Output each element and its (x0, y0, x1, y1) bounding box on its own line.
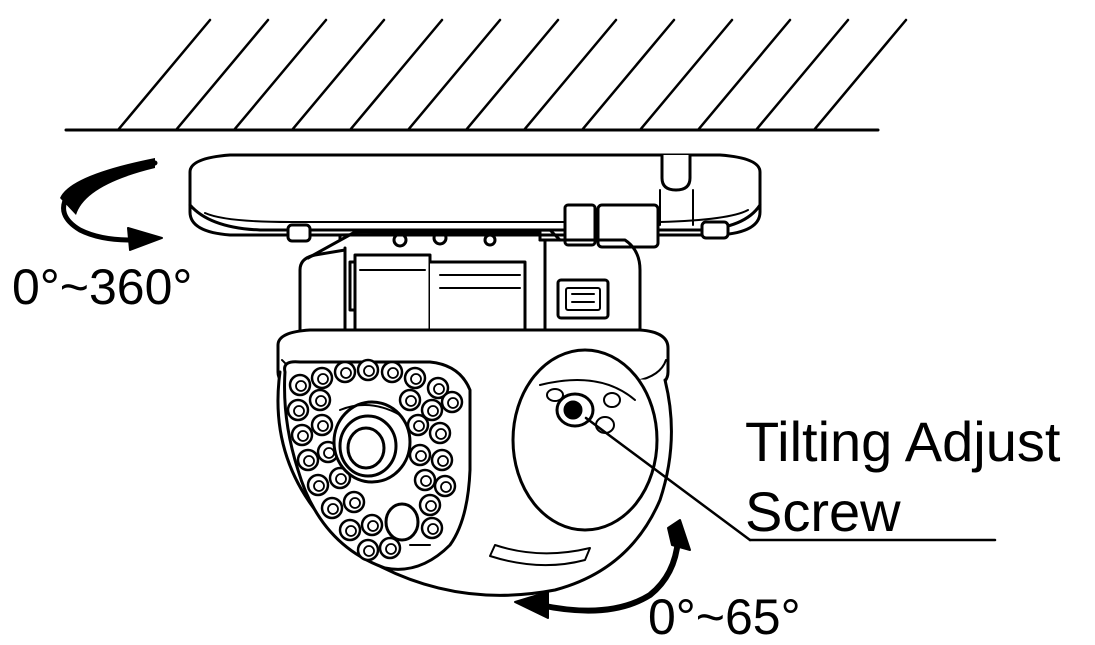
ir-led-core (447, 397, 459, 409)
ir-led (290, 423, 314, 447)
ir-led (308, 388, 332, 412)
ir-led-core (345, 525, 357, 537)
lens (332, 400, 412, 484)
tilt-range-label: 0°~65° (648, 589, 801, 645)
hatch-line (580, 18, 676, 132)
hatch-line (232, 18, 328, 132)
ir-led (380, 360, 404, 384)
screw-leader-line (584, 416, 997, 542)
tilting-adjust-label: Tilting Adjust (745, 410, 1061, 473)
ir-led-core (425, 500, 437, 512)
ir-led-core (440, 481, 452, 493)
hatch-line (116, 18, 212, 132)
ir-led (440, 390, 464, 414)
ir-led (310, 366, 334, 390)
ir-led (418, 493, 442, 517)
ir-led-core (315, 395, 327, 407)
ir-led-core (427, 523, 439, 535)
ir-led-core (317, 420, 329, 432)
ir-led (296, 448, 320, 472)
hatch-line (754, 18, 850, 132)
ir-led (413, 468, 437, 492)
ir-led-core (405, 395, 417, 407)
ir-led (342, 490, 366, 514)
ir-led-core (420, 475, 432, 487)
ir-led (360, 513, 384, 537)
ir-led-core (327, 503, 339, 515)
ir-led (333, 360, 357, 384)
hatch-line (522, 18, 618, 132)
mounting-base (188, 153, 762, 249)
hatch-line (464, 18, 560, 132)
ir-led (433, 474, 457, 498)
ir-led (320, 496, 344, 520)
ir-led-core (340, 367, 352, 379)
ir-led-core (437, 455, 449, 467)
ceiling-hatching (116, 18, 908, 132)
pan-range-label: 0°~360° (12, 259, 193, 315)
light-sensor (384, 502, 420, 542)
ir-led (398, 388, 422, 412)
ir-led-faceplate (283, 358, 472, 571)
ir-led-core (295, 380, 307, 392)
ir-led (428, 421, 452, 445)
hatch-line (290, 18, 386, 132)
ir-led (430, 448, 454, 472)
hatch-line (812, 18, 908, 132)
ir-led (356, 538, 380, 562)
hatch-line (348, 18, 444, 132)
hatch-line (174, 18, 270, 132)
ir-led-core (363, 545, 375, 557)
ir-led (288, 373, 312, 397)
hatch-line (406, 18, 502, 132)
ir-led (306, 473, 330, 497)
ir-led-core (293, 405, 305, 417)
ir-led (356, 358, 380, 382)
ir-led-array (286, 358, 464, 562)
ir-led-core (349, 497, 361, 509)
ir-led-core (385, 543, 397, 555)
tilt-arrow-icon (514, 519, 691, 619)
ir-led (403, 366, 427, 390)
ir-led (286, 398, 310, 422)
ir-led-core (435, 428, 447, 440)
ir-led (310, 413, 334, 437)
ceiling (64, 18, 908, 132)
ir-led-core (410, 373, 422, 385)
ir-led-core (413, 420, 425, 432)
ir-led-core (427, 405, 439, 417)
ir-led-core (313, 480, 325, 492)
ir-led-core (367, 520, 379, 532)
ir-led (338, 518, 362, 542)
ir-led-core (363, 365, 375, 377)
ir-led-core (297, 430, 309, 442)
hatch-line (638, 18, 734, 132)
pan-arrow-icon (60, 158, 163, 251)
ir-led-core (303, 455, 315, 467)
ir-led-core (415, 450, 427, 462)
ir-led (406, 413, 430, 437)
inner-bracket (298, 228, 642, 352)
ir-led (408, 443, 432, 467)
ir-led (420, 516, 444, 540)
ir-led-core (335, 473, 347, 485)
screw-label: Screw (745, 480, 901, 543)
ir-led-core (387, 367, 399, 379)
hatch-line (696, 18, 792, 132)
ir-led-core (433, 383, 445, 395)
ir-led (378, 536, 402, 560)
ir-led-core (317, 373, 329, 385)
